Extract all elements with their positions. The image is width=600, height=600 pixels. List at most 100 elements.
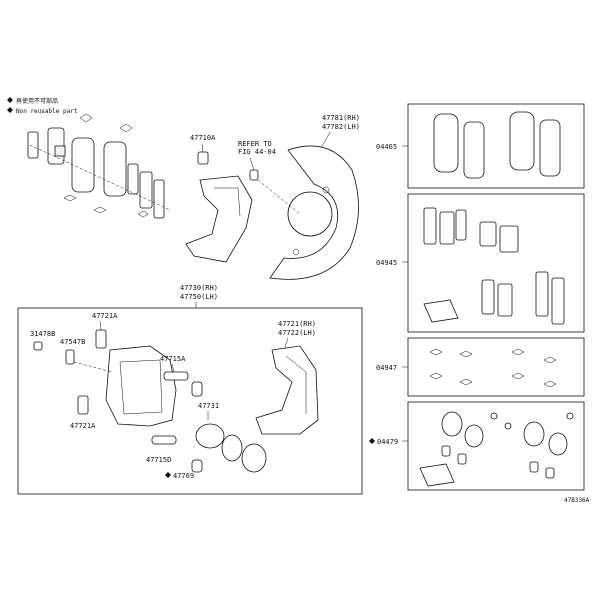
assembly-line <box>73 361 113 373</box>
clip-part <box>543 356 557 364</box>
caliper-mounting <box>255 345 319 435</box>
upper-mounting-group: 47710A REFER TO FIG 44-04 <box>185 134 276 263</box>
label-47710a: 47710A <box>190 134 216 142</box>
plug-part <box>33 341 43 351</box>
upper-pad-cluster <box>27 113 171 219</box>
bracket-detail <box>214 187 241 217</box>
slide-pin-boot <box>191 459 203 473</box>
leader-line <box>201 143 204 153</box>
assembly-line <box>257 179 301 215</box>
bolt-part <box>95 329 107 349</box>
shim-kit-group: 04945 <box>376 193 585 333</box>
label-47781-rh: 47781(RH) <box>322 114 360 122</box>
non-reusable-marker-icon <box>165 472 171 478</box>
non-reusable-marker-icon <box>369 438 375 444</box>
slide-pin-boot <box>191 381 203 397</box>
bolt-part <box>249 169 259 181</box>
o-ring <box>566 412 574 420</box>
dust-cover-group: 47781(RH) 47782(LH) <box>257 114 360 280</box>
refer-line-1: REFER TO <box>238 140 272 148</box>
label-04465: 04465 <box>376 143 397 151</box>
clip-part <box>119 123 133 133</box>
shim-part <box>479 221 497 247</box>
shim-part <box>499 225 519 253</box>
caliper-assembly-group: 47730(RH) 47750(LH) 47721A 31478B 47547B… <box>17 284 363 495</box>
shim-part <box>153 179 165 219</box>
piston-seal <box>221 434 243 462</box>
piston-boot <box>464 424 484 448</box>
clip-part <box>511 372 525 380</box>
bolt-hole <box>322 186 330 194</box>
fitting-kit-group: 04947 <box>376 337 585 397</box>
pad-kit-frame <box>407 103 585 189</box>
label-47730-rh: 47730(RH) <box>180 284 218 292</box>
caliper-mounting-bracket <box>185 175 253 263</box>
clip-part <box>429 348 443 356</box>
refer-line-2: FIG 44-04 <box>238 148 276 156</box>
label-04479: 04479 <box>377 438 398 446</box>
o-ring <box>504 422 512 430</box>
piston-boot <box>241 443 267 473</box>
label-47722-lh: 47722(LH) <box>278 329 316 337</box>
leader-line <box>99 320 102 331</box>
pad-wear-plate <box>54 145 66 157</box>
clip-part <box>511 348 525 356</box>
piston-seal <box>441 411 463 437</box>
shim-kit-frame <box>407 193 585 333</box>
shim-part <box>535 271 549 317</box>
o-ring <box>490 412 498 420</box>
dust-cover-hub-opening <box>287 191 333 237</box>
label-47715a: 47715A <box>160 355 186 363</box>
slide-pin-boot <box>457 453 467 465</box>
shim-part <box>455 209 467 241</box>
grease-packet <box>419 463 455 487</box>
label-47782-lh: 47782(LH) <box>322 123 360 131</box>
shim-part <box>439 211 455 245</box>
slide-pin-boot <box>545 467 555 479</box>
shim-part <box>481 279 495 315</box>
shim-part <box>127 163 139 195</box>
brake-pad <box>539 119 561 177</box>
seal-kit-group: 04479 <box>369 401 585 491</box>
brake-pad <box>433 113 459 173</box>
mounting-detail <box>285 355 307 414</box>
label-47721-rh: 47721(RH) <box>278 320 316 328</box>
bolt-part <box>197 151 209 165</box>
non-reusable-marker-icon <box>7 107 13 113</box>
label-47547b: 47547B <box>60 338 85 346</box>
clip-part <box>79 113 93 123</box>
piston-boot <box>548 432 568 456</box>
label-31478b: 31478B <box>30 330 55 338</box>
brake-pad <box>509 111 535 171</box>
grease-packet <box>423 299 459 323</box>
bleeder-plug <box>65 349 75 365</box>
fitting-kit-frame <box>407 337 585 397</box>
assembly-line <box>29 144 171 211</box>
slide-pin <box>163 371 189 381</box>
legend: 再使用不可部品 Non reusable part <box>7 97 78 115</box>
caliper-piston <box>195 423 225 449</box>
label-47721a-upper: 47721A <box>92 312 118 320</box>
legend-item-2: Non reusable part <box>16 108 78 115</box>
leader-line <box>171 363 175 373</box>
brake-pad <box>103 141 127 197</box>
bolt-hole <box>292 248 300 256</box>
clip-part <box>63 194 77 202</box>
label-04945: 04945 <box>376 259 397 267</box>
caliper-assembly-frame <box>17 307 363 495</box>
clip-part <box>459 378 473 386</box>
label-04947: 04947 <box>376 364 397 372</box>
shim-part <box>497 283 513 317</box>
brake-pad <box>71 137 95 193</box>
caliper-body-detail <box>119 359 163 415</box>
drawing-code: 47B336A <box>564 497 590 504</box>
clip-part <box>459 350 473 358</box>
pad-kit-group: 04465 <box>376 103 585 189</box>
clip-part <box>543 380 557 388</box>
shim-part <box>423 207 437 245</box>
slide-pin <box>151 435 177 445</box>
shim-part <box>27 131 39 159</box>
label-47750-lh: 47750(LH) <box>180 293 218 301</box>
slide-pin-boot <box>529 461 539 473</box>
legend-item-1: 再使用不可部品 <box>16 97 58 105</box>
